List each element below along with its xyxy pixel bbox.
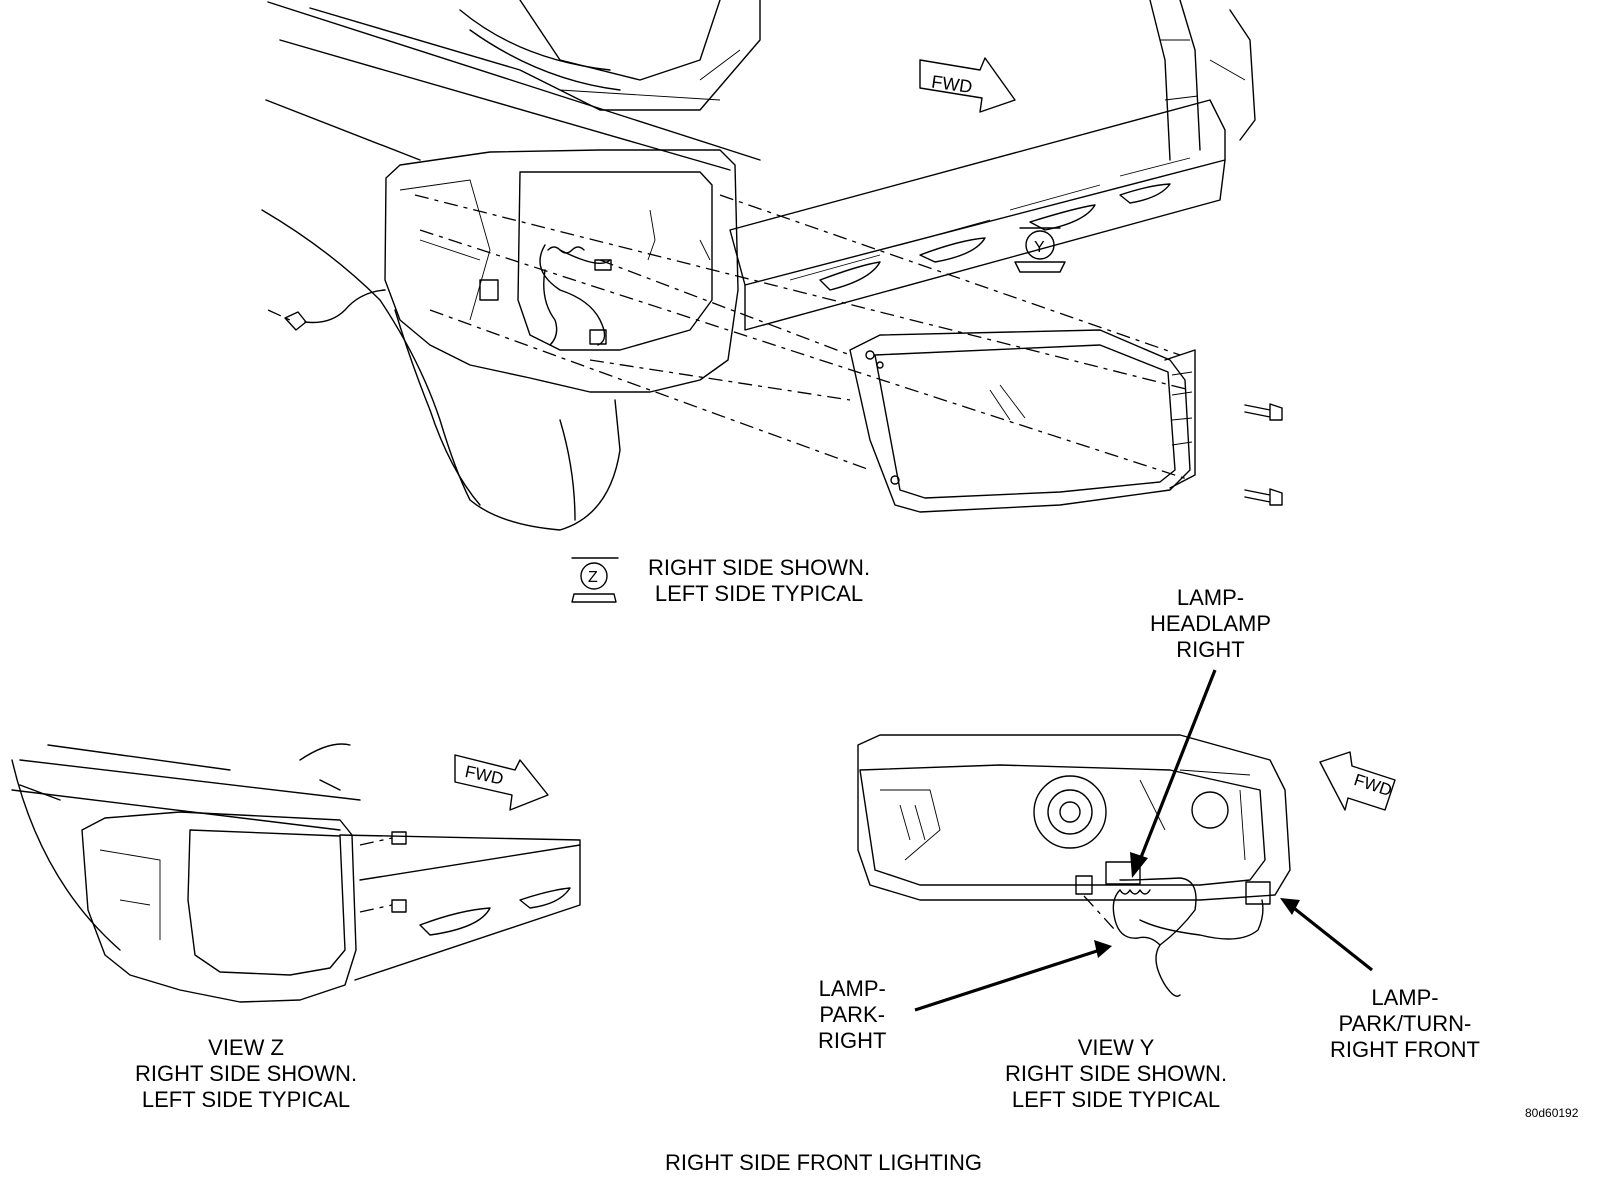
view-z-caption-line1: VIEW Z [208, 1035, 284, 1060]
headlamp-label-line3: RIGHT [1176, 637, 1245, 662]
fwd-arrow-icon: FWD [1319, 751, 1396, 811]
parkturn-label-line2: PARK/TURN- [1338, 1011, 1472, 1036]
view-y-camera-icon: Y [1014, 227, 1066, 273]
svg-text:FWD: FWD [1352, 770, 1395, 800]
parkturn-leader-arrow [1289, 903, 1373, 972]
park-leader-arrow [914, 948, 1101, 1012]
headlamp-arrowhead [1130, 852, 1148, 878]
view-y-caption-line3: LEFT SIDE TYPICAL [1011, 1087, 1221, 1112]
view-y-caption-line2: RIGHT SIDE SHOWN. [1005, 1061, 1228, 1086]
park-label-line1: LAMP- [818, 976, 886, 1001]
view-z-caption-line2: RIGHT SIDE SHOWN. [135, 1061, 358, 1086]
park-label-line3: RIGHT [818, 1028, 887, 1053]
fwd-arrow-icon: FWD [919, 57, 1016, 113]
park-arrowhead [1094, 940, 1112, 958]
view-y-drawing: FWD [857, 669, 1396, 1012]
headlamp-label-line1: LAMP- [1176, 585, 1245, 610]
view-y-caption-line1: VIEW Y [1077, 1035, 1155, 1060]
parkturn-label-line3: RIGHT FRONT [1330, 1037, 1480, 1062]
parkturn-arrowhead [1280, 898, 1300, 915]
headlamp-label: LAMP- HEADLAMP RIGHT [1150, 585, 1271, 663]
view-z-caption-line3: LEFT SIDE TYPICAL [141, 1087, 351, 1112]
view-z-camera-icon: Z [571, 557, 619, 603]
main-caption-line2: LEFT SIDE TYPICAL [654, 581, 864, 606]
parkturn-lamp-label: LAMP- PARK/TURN- RIGHT FRONT [1330, 985, 1480, 1063]
svg-text:FWD: FWD [930, 72, 973, 98]
main-caption-line1: RIGHT SIDE SHOWN. [648, 555, 871, 580]
view-z-caption: VIEW Z RIGHT SIDE SHOWN. LEFT SIDE TYPIC… [135, 1035, 357, 1113]
svg-text:Y: Y [1034, 239, 1045, 256]
view-y-caption: VIEW Y RIGHT SIDE SHOWN. LEFT SIDE TYPIC… [1005, 1035, 1227, 1113]
park-label-line2: PARK- [819, 1002, 886, 1027]
main-exploded-view: FWD Y Z [261, 0, 1283, 603]
fwd-arrow-icon: FWD [454, 754, 549, 811]
park-lamp-label: LAMP- PARK- RIGHT [818, 976, 886, 1054]
headlamp-label-line2: HEADLAMP [1150, 611, 1272, 636]
view-z-drawing: FWD [11, 743, 581, 1003]
svg-text:Z: Z [588, 569, 598, 586]
headlamp-leader-arrow [1138, 669, 1217, 861]
figure-code: 80d60192 [1525, 1106, 1579, 1120]
parkturn-label-line1: LAMP- [1371, 985, 1439, 1010]
figure-title: RIGHT SIDE FRONT LIGHTING [665, 1150, 982, 1175]
main-view-caption: RIGHT SIDE SHOWN. LEFT SIDE TYPICAL [648, 555, 870, 607]
